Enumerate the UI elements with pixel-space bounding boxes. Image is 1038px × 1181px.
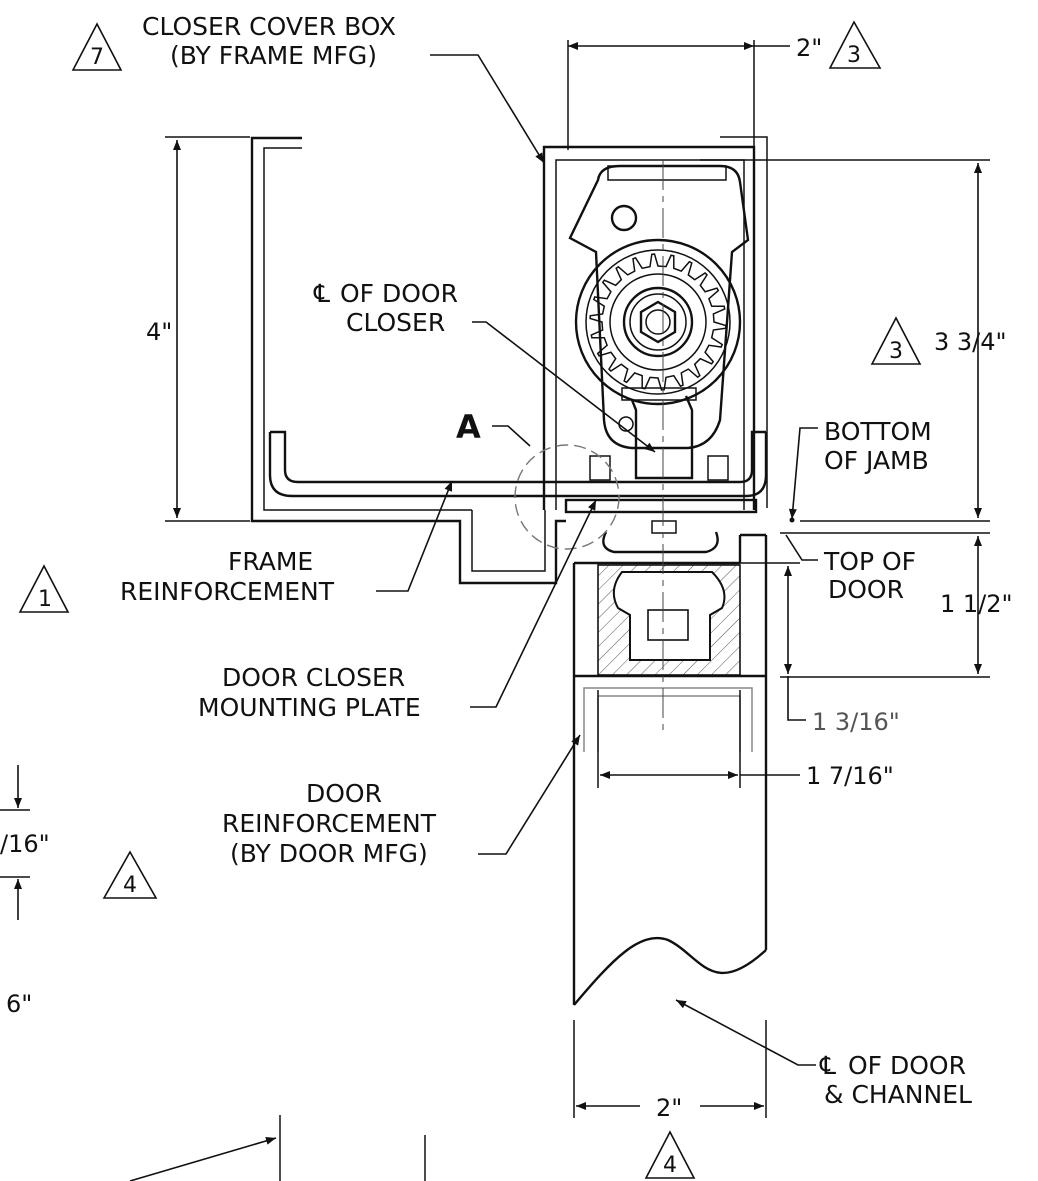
label-cl-channel-2: & CHANNEL (824, 1080, 972, 1109)
svg-text:4: 4 (663, 1153, 677, 1178)
label-bottom-of-jamb-1: BOTTOM (824, 417, 932, 446)
dim-top-width (567, 40, 790, 150)
svg-text:1: 1 (38, 587, 52, 612)
dim-door-top-offset-text: 1 1/2" (940, 590, 1013, 618)
revision-triangle-top-right: 3 (828, 20, 882, 69)
label-closer-cover-box-1: CLOSER COVER BOX (142, 12, 396, 41)
closer-cover-box (542, 136, 768, 510)
dim-channel-depth (740, 562, 806, 721)
label-cl-door-closer-1: OF DOOR (340, 279, 458, 308)
label-door-reinf-1: DOOR (306, 779, 382, 808)
partial-bottom-fragment (129, 1115, 426, 1181)
label-closer-cover-box-2: (BY FRAME MFG) (170, 41, 377, 70)
label-door-reinf-2: REINFORCEMENT (222, 809, 437, 838)
callout-labels: CLOSER COVER BOX (BY FRAME MFG) ℄ OF DOO… (120, 12, 972, 1109)
dim-closer-height-text: 3 3/4" (934, 328, 1007, 356)
label-frame-reinf-1: FRAME (228, 547, 313, 576)
label-cl-symbol-channel: ℄ (819, 1051, 836, 1080)
svg-text:7: 7 (90, 45, 104, 70)
bottom-of-jamb-dot (789, 517, 795, 523)
frame-channel (250, 136, 566, 585)
svg-text:3: 3 (889, 339, 903, 364)
dim-frame-height (165, 136, 250, 522)
leader-lines (376, 54, 818, 1066)
gear-teeth (589, 253, 727, 391)
label-mount-plate-1: DOOR CLOSER (222, 663, 405, 692)
dim-partial-left (0, 765, 30, 920)
revision-triangle-right-mid: 3 (870, 316, 922, 365)
label-cl-symbol-closer: ℄ (313, 279, 330, 308)
revision-triangle-top-left: 7 (71, 22, 123, 71)
label-frame-reinf-2: REINFORCEMENT (120, 577, 335, 606)
dim-channel-width-text: 1 7/16" (806, 762, 894, 790)
label-top-of-door-2: DOOR (828, 575, 904, 604)
svg-text:3: 3 (847, 43, 861, 68)
label-bottom-of-jamb-2: OF JAMB (824, 446, 929, 475)
dim-top-width-text: 2" (796, 34, 822, 62)
dim-channel-depth-text: 1 3/16" (812, 708, 900, 736)
dim-door-top-offset (780, 532, 990, 678)
label-cl-channel-1: OF DOOR (848, 1051, 966, 1080)
label-top-of-door-1: TOP OF (823, 547, 916, 576)
label-detail-a: A (456, 408, 481, 446)
door (572, 520, 768, 1006)
revision-triangle-left-lower: 4 (102, 850, 158, 899)
mounting-plate (564, 498, 758, 514)
svg-text:4: 4 (123, 873, 137, 898)
label-door-reinf-3: (BY DOOR MFG) (230, 839, 428, 868)
dim-channel-width (597, 690, 800, 788)
dim-partial-left-1-text: /16" (0, 830, 50, 858)
dim-door-width (573, 1020, 767, 1118)
label-mount-plate-2: MOUNTING PLATE (198, 693, 421, 722)
frame-reinforcement (268, 430, 768, 498)
revision-markers: 7 3 3 1 4 4 (18, 20, 922, 1179)
dim-partial-left-2-text: 6" (6, 990, 32, 1018)
dim-frame-height-text: 4" (146, 318, 172, 346)
dim-door-width-text: 2" (656, 1094, 682, 1122)
gear-tooth-profile (589, 253, 727, 391)
revision-triangle-left-mid: 1 (18, 564, 70, 613)
label-cl-door-closer-2: CLOSER (346, 308, 445, 337)
detail-a-circle (514, 444, 620, 550)
revision-triangle-bottom: 4 (644, 1130, 696, 1179)
door-closer-body (568, 164, 750, 481)
dim-closer-height (700, 159, 990, 522)
